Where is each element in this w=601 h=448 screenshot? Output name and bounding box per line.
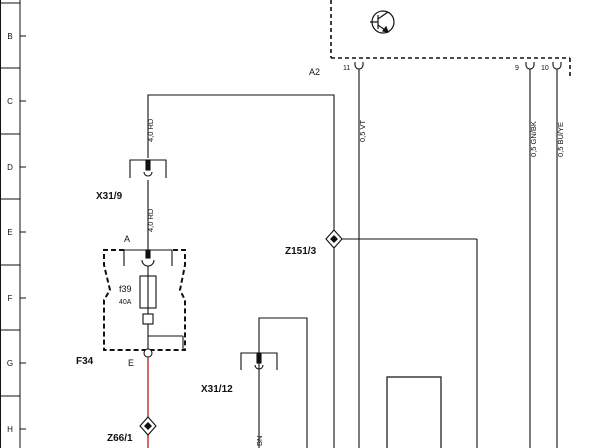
pin-9-label: 9: [515, 65, 519, 72]
x31-9-label: X31/9: [96, 191, 123, 202]
splice-z151-3: [325, 229, 343, 249]
row-ruler: [0, 0, 26, 448]
fuse-e-label: E: [128, 358, 134, 368]
row-letter-b: B: [7, 32, 12, 41]
f34-label: F34: [76, 356, 94, 367]
lower-component-box: [386, 376, 442, 448]
fuse-box-f34: [103, 249, 186, 351]
bn-wire: [258, 317, 308, 448]
pin-sockets: [354, 62, 562, 70]
wire-label-bn: BN: [255, 436, 264, 446]
pin-11-label: 11: [343, 65, 350, 72]
row-letters: B C D E F G H: [7, 32, 13, 434]
row-letter-g: G: [7, 359, 13, 368]
pin-11-socket-icon: [354, 62, 364, 70]
row-letter-c: C: [7, 97, 13, 106]
row-letter-e: E: [7, 228, 12, 237]
wire-label-05vt: 0,5 VT: [358, 119, 367, 142]
pin-9-socket-icon: [525, 62, 535, 70]
main-feed-wire: [147, 94, 478, 448]
pin-10-socket-icon: [552, 62, 562, 70]
fuse-socket-a: [123, 249, 173, 276]
x31-12-label: X31/12: [201, 384, 233, 395]
fuse-a-label: A: [124, 234, 130, 244]
wire-label-40rd-mid: 4,0 RD: [146, 208, 155, 232]
wire-label-40rd-top: 4,0 RD: [146, 118, 155, 142]
a2-wires: [358, 69, 558, 448]
row-letter-f: F: [8, 294, 13, 303]
pin-10-label: 10: [541, 65, 549, 72]
fuse-rating-label: 40A: [119, 299, 132, 306]
wire-label-05gnbk: 0,5 GN/BK: [529, 121, 538, 157]
row-letter-h: H: [7, 425, 13, 434]
fuse-icon: [139, 275, 184, 358]
row-letter-d: D: [7, 163, 13, 172]
wire-label-05buye: 0,5 BU/YE: [556, 122, 565, 157]
splice-z66-1: [139, 416, 157, 436]
control-unit-a2: [330, 0, 571, 76]
a2-label: A2: [309, 67, 320, 77]
fuse-name-label: f39: [119, 284, 132, 294]
z151-3-label: Z151/3: [285, 246, 317, 257]
connector-x31-9: [129, 159, 167, 178]
z66-1-label: Z66/1: [107, 433, 133, 444]
transistor-symbol-icon: [370, 10, 395, 34]
